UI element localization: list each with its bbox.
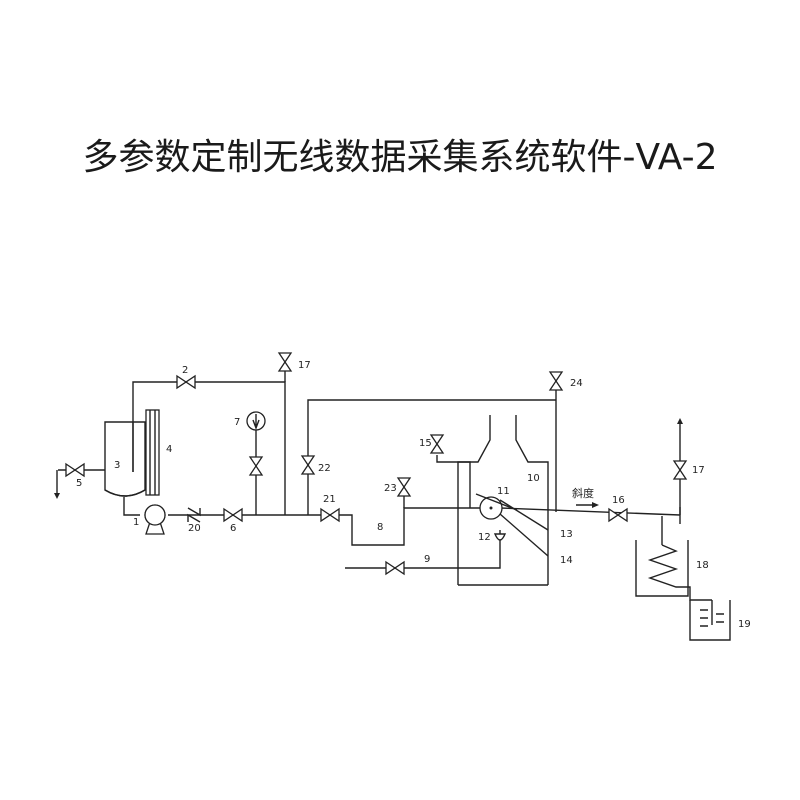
label-7: 7	[234, 417, 240, 428]
label-4: 4	[166, 444, 172, 455]
label-22: 22	[318, 463, 331, 474]
label-5: 5	[76, 478, 82, 489]
label-1: 1	[133, 517, 139, 528]
valve-6	[223, 508, 243, 522]
pipe-network	[56, 362, 681, 569]
label-16: 16	[612, 495, 625, 506]
label-8: 8	[377, 522, 383, 533]
pressure-gauge-7	[246, 411, 266, 431]
label-13: 13	[560, 529, 573, 540]
label-10: 10	[527, 473, 540, 484]
label-19: 19	[738, 619, 751, 630]
valve-2	[176, 375, 196, 389]
label-14: 14	[560, 555, 573, 566]
valve-17-right	[673, 460, 687, 480]
pump-1	[144, 504, 166, 535]
label-24: 24	[570, 378, 583, 389]
page-title: 多参数定制无线数据采集系统软件-VA-2	[82, 137, 718, 178]
valve-21	[320, 508, 340, 522]
valve-16	[608, 508, 628, 522]
beaker-19	[689, 600, 731, 641]
label-17-left: 17	[298, 360, 311, 371]
label-9: 9	[424, 554, 430, 565]
label-slope: 斜度	[572, 486, 594, 500]
vessel-10	[457, 415, 549, 586]
label-18: 18	[696, 560, 709, 571]
label-12: 12	[478, 532, 491, 543]
valve-23	[397, 477, 411, 497]
diagram-labels: 1 2 3 4 5 6 7 8 9 10 11 12 13 14 15 16 1…	[76, 360, 751, 630]
element-11	[475, 493, 549, 557]
valve-24	[549, 371, 563, 391]
label-17-right: 17	[692, 465, 705, 476]
label-23: 23	[384, 483, 397, 494]
label-21: 21	[323, 494, 336, 505]
valve-5	[65, 463, 85, 477]
flow-arrows	[54, 418, 683, 508]
check-valve-20	[187, 507, 201, 523]
valve-15	[430, 434, 444, 454]
coil-tank-18	[635, 540, 712, 601]
label-2: 2	[182, 365, 188, 376]
label-6: 6	[230, 523, 236, 534]
tank-3	[104, 421, 146, 497]
column-4	[145, 409, 160, 496]
label-3: 3	[114, 460, 120, 471]
label-15: 15	[419, 438, 432, 449]
valve-22	[301, 455, 315, 475]
valve-7-stub	[249, 456, 263, 476]
label-11: 11	[497, 486, 510, 497]
valve-9	[385, 561, 405, 575]
label-20: 20	[188, 523, 201, 534]
valve-17-left	[278, 352, 292, 372]
heater-12	[493, 530, 507, 541]
